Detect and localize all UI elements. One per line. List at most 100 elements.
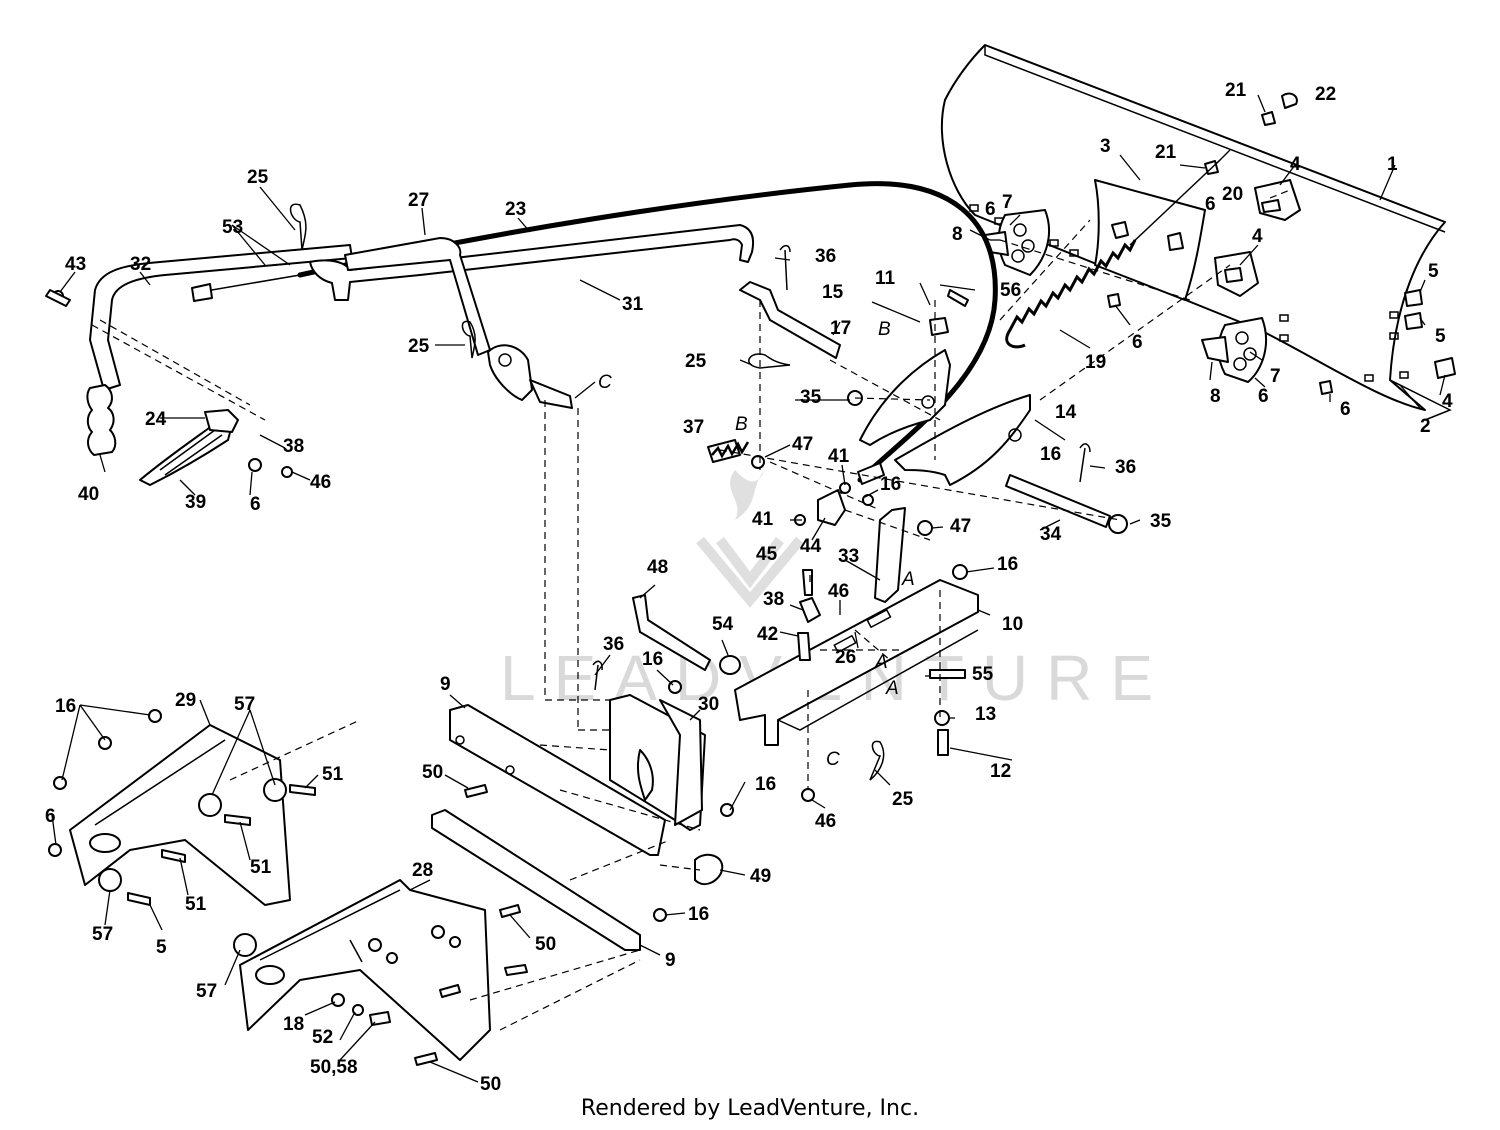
callout-47b: 47 <box>950 516 971 537</box>
callout-32: 32 <box>130 254 151 275</box>
callout-5a: 5 <box>1428 261 1439 282</box>
spring <box>1005 239 1137 349</box>
callout-6g: 6 <box>1205 194 1216 215</box>
blade-bracket-left <box>1094 179 1206 301</box>
callout-19: 19 <box>1085 352 1106 373</box>
callout-8b: 8 <box>1210 386 1221 407</box>
callout-29: 29 <box>175 690 196 711</box>
callout-43: 43 <box>65 254 86 275</box>
callout-49: 49 <box>750 866 771 887</box>
callout-3: 3 <box>1100 136 1111 157</box>
credit-text: Rendered by LeadVenture, Inc. <box>580 1096 920 1121</box>
push-frame <box>734 579 979 746</box>
ref-letter-c2: C <box>826 749 840 770</box>
callout-21b: 21 <box>1155 142 1177 163</box>
mount-bar-lower <box>431 809 641 951</box>
callout-17: 17 <box>830 318 851 339</box>
callout-2: 2 <box>1420 416 1431 437</box>
pin-c <box>529 379 573 409</box>
callout-26: 26 <box>835 647 856 668</box>
callout-38a: 38 <box>283 436 304 457</box>
leader-lines <box>51 94 1446 1083</box>
mount-bar-upper <box>449 704 666 856</box>
callout-35a: 35 <box>800 387 822 408</box>
callout-50-58: 50,58 <box>310 1057 358 1078</box>
callout-47a: 47 <box>792 434 813 455</box>
callout-16e: 16 <box>688 904 709 925</box>
callout-13: 13 <box>975 704 996 725</box>
callout-36b: 36 <box>1115 457 1136 478</box>
callout-6d: 6 <box>1340 399 1351 420</box>
callout-52: 52 <box>312 1027 333 1048</box>
callout-55: 55 <box>972 664 994 685</box>
callout-44: 44 <box>800 536 822 557</box>
blade-slots <box>969 204 1409 382</box>
callout-45: 45 <box>756 544 778 565</box>
callout-16b: 16 <box>997 554 1018 575</box>
rod-34 <box>1005 474 1111 528</box>
ref-letter-c1: C <box>598 372 612 393</box>
callout-51a: 51 <box>322 764 344 785</box>
callout-41a: 41 <box>828 446 850 467</box>
callout-37: 37 <box>683 417 704 438</box>
callout-21a: 21 <box>1225 80 1247 101</box>
callout-38b: 38 <box>763 589 784 610</box>
callout-46c: 46 <box>815 811 836 832</box>
callout-16f: 16 <box>55 696 76 717</box>
callout-57a: 57 <box>234 694 255 715</box>
callout-41b: 41 <box>752 509 774 530</box>
callout-33: 33 <box>838 546 859 567</box>
callout-22: 22 <box>1315 84 1336 105</box>
callout-16d: 16 <box>755 774 776 795</box>
callout-57b: 57 <box>92 924 113 945</box>
callout-4a: 4 <box>1290 154 1301 175</box>
callout-40: 40 <box>78 484 99 505</box>
mount-bracket-left <box>69 724 291 906</box>
callout-16a: 16 <box>880 474 901 495</box>
callout-20: 20 <box>1222 184 1243 205</box>
trip-bracket-lower <box>1201 317 1267 383</box>
callout-4b: 4 <box>1252 226 1263 247</box>
foot-pedal <box>139 409 239 486</box>
callout-54: 54 <box>712 614 734 635</box>
callout-6b: 6 <box>1132 332 1143 353</box>
callout-23: 23 <box>505 199 526 220</box>
callout-24: 24 <box>145 409 167 430</box>
lift-arm-bracket <box>859 349 1031 486</box>
callout-15: 15 <box>822 282 844 303</box>
callout-48: 48 <box>647 557 668 578</box>
callout-9a: 9 <box>440 674 451 695</box>
callout-9b: 9 <box>665 950 676 971</box>
trip-bracket-upper <box>984 209 1050 276</box>
ref-letter-b1: B <box>878 319 891 340</box>
callout-42: 42 <box>757 624 778 645</box>
washer-54 <box>719 655 741 675</box>
pin-48 <box>632 594 711 671</box>
callout-34: 34 <box>1040 524 1062 545</box>
callout-46a: 46 <box>310 472 331 493</box>
lever-arm <box>874 507 906 603</box>
callout-25c: 25 <box>685 351 707 372</box>
mount-bracket-right <box>239 879 491 1061</box>
small-spring <box>711 441 750 459</box>
blade-bolts <box>1107 92 1456 395</box>
callout-16g: 16 <box>1040 444 1061 465</box>
callout-5b: 5 <box>1435 326 1446 347</box>
callout-51c: 51 <box>185 894 207 915</box>
hitch-plate <box>609 694 706 831</box>
reference-letters: A A A B B C C <box>598 319 915 770</box>
callout-27: 27 <box>408 190 429 211</box>
callout-1: 1 <box>1387 154 1398 175</box>
callout-4c: 4 <box>1442 391 1453 412</box>
callout-50c: 50 <box>480 1074 501 1095</box>
ref-letter-b2: B <box>735 414 748 435</box>
callout-7b: 7 <box>1270 366 1281 387</box>
callout-36a: 36 <box>815 246 836 267</box>
callout-labels: 1 2 3 4 4 4 5 5 5 6 6 6 6 6 6 6 7 7 8 8 … <box>45 80 1453 1095</box>
assembly-lines <box>229 189 1291 1031</box>
watermark-logo <box>696 470 804 608</box>
callout-5c: 5 <box>156 937 167 958</box>
callout-16c: 16 <box>642 649 663 670</box>
callout-53: 53 <box>222 217 243 238</box>
